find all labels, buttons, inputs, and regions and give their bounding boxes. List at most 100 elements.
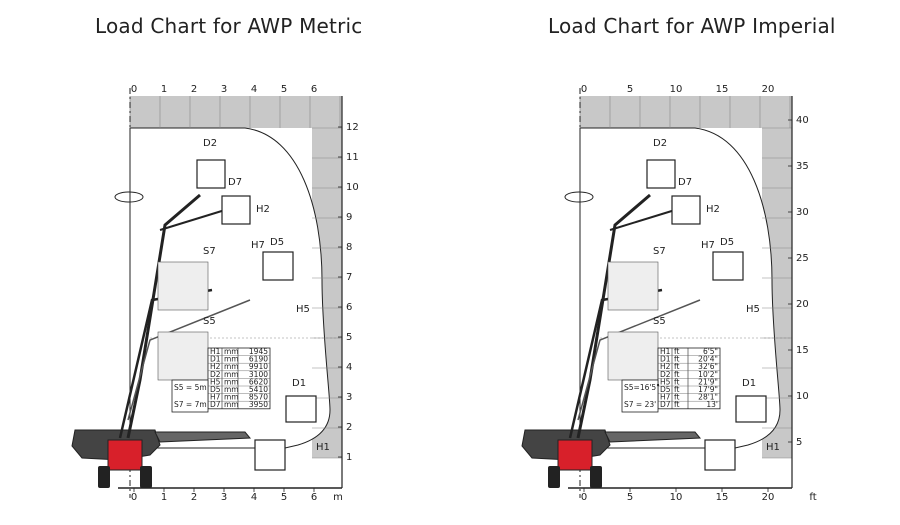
platform-basket xyxy=(735,395,767,423)
note-box xyxy=(171,379,209,413)
table-cell-value: 3100 xyxy=(249,370,268,379)
y-tick-label: 10 xyxy=(346,182,359,193)
x-tick-bottom: 5 xyxy=(281,492,287,503)
x-tick-top: 5 xyxy=(627,84,633,95)
table-cell-name: H2 xyxy=(660,362,671,371)
dimension-label-h5: H5 xyxy=(296,304,310,315)
dimension-label-d5: D5 xyxy=(720,237,734,248)
x-tick-bottom: 20 xyxy=(762,492,775,503)
y-tick-label: 9 xyxy=(346,212,352,223)
table-cell-value: 10'2" xyxy=(698,370,718,379)
table-cell-name: D1 xyxy=(210,355,221,364)
x-tick-top: 5 xyxy=(281,84,287,95)
y-tick-label: 4 xyxy=(346,362,352,373)
x-tick-bottom: 3 xyxy=(221,492,227,503)
table-cell-name: D7 xyxy=(210,400,221,409)
table-cell-value: 6'5" xyxy=(703,347,718,356)
y-tick-label: 11 xyxy=(346,152,359,163)
x-tick-top: 0 xyxy=(581,84,587,95)
dimension-label-d1: D1 xyxy=(742,378,756,389)
platform-basket xyxy=(704,439,736,471)
wheel-left xyxy=(548,466,560,488)
platform-basket xyxy=(221,195,251,225)
table-cell-name: H2 xyxy=(210,362,221,371)
table-cell-value: 20'4" xyxy=(698,355,718,364)
table-cell-value: 8570 xyxy=(249,393,268,402)
table-cell-unit: mm xyxy=(224,362,239,371)
table-cell-value: 21'9" xyxy=(698,377,718,386)
table-cell-unit: mm xyxy=(224,400,239,409)
platform-basket xyxy=(712,251,744,281)
dimension-label-h2: H2 xyxy=(706,204,720,215)
platform-basket xyxy=(196,159,226,189)
wall-obstacle-upper xyxy=(157,261,209,311)
y-tick-label: 40 xyxy=(796,115,809,126)
x-tick-bottom: 0 xyxy=(131,492,137,503)
platform-basket xyxy=(262,251,294,281)
x-tick-top: 4 xyxy=(251,84,257,95)
y-tick-label: 8 xyxy=(346,242,352,253)
table-cell-value: 32'6" xyxy=(698,362,718,371)
table-cell-unit: ft xyxy=(674,355,680,364)
y-tick-label: 15 xyxy=(796,345,809,356)
table-cell-unit: ft xyxy=(674,385,680,394)
wheel-right xyxy=(590,466,602,488)
table-cell-value: 6190 xyxy=(249,355,268,364)
table-cell-unit: ft xyxy=(674,362,680,371)
x-tick-bottom: 5 xyxy=(627,492,633,503)
y-tick-label: 10 xyxy=(796,391,809,402)
rotation-arrow-icon xyxy=(114,191,144,203)
note-s7: S7 = 7m xyxy=(174,400,207,409)
boom-upper-2 xyxy=(609,209,676,231)
table-cell-unit: mm xyxy=(224,347,239,356)
platform-basket xyxy=(646,159,676,189)
y-tick-label: 5 xyxy=(346,332,352,343)
table-cell-value: 9910 xyxy=(249,362,268,371)
y-tick-label: 1 xyxy=(346,452,352,463)
dimension-label-s7: S7 xyxy=(653,246,666,257)
machine-body-red xyxy=(107,439,143,471)
y-tick-label: 6 xyxy=(346,302,352,313)
x-tick-bottom: 2 xyxy=(191,492,197,503)
table-cell-value: 3950 xyxy=(249,400,268,409)
x-tick-bottom: 6 xyxy=(311,492,317,503)
y-tick-label: 30 xyxy=(796,207,809,218)
x-tick-top: 0 xyxy=(131,84,137,95)
platform-basket xyxy=(254,439,286,471)
title-imperial: Load Chart for AWP Imperial xyxy=(548,14,836,38)
table-cell-value: 6620 xyxy=(249,377,268,386)
dimension-label-h1: H1 xyxy=(316,442,330,453)
machine-body-red xyxy=(557,439,593,471)
y-tick-label: 5 xyxy=(796,437,802,448)
y-tick-label: 3 xyxy=(346,392,352,403)
table-cell-name: H7 xyxy=(210,393,221,402)
wall-obstacle-lower xyxy=(607,331,659,381)
table-cell-name: D2 xyxy=(210,370,221,379)
wall-obstacle-lower xyxy=(157,331,209,381)
note-s5: S5 = 5m xyxy=(174,383,207,392)
table-cell-name: D2 xyxy=(660,370,671,379)
dimension-label-d2: D2 xyxy=(653,138,667,149)
platform-basket xyxy=(285,395,317,423)
x-axis-unit: ft xyxy=(809,492,816,503)
table-cell-value: 5410 xyxy=(249,385,268,394)
table-cell-unit: ft xyxy=(674,347,680,356)
table-cell-unit: mm xyxy=(224,355,239,364)
x-tick-top: 15 xyxy=(716,84,729,95)
y-tick-label: 25 xyxy=(796,253,809,264)
dimension-label-d1: D1 xyxy=(292,378,306,389)
table-cell-value: 13' xyxy=(706,400,718,409)
boom-upper-2 xyxy=(159,209,226,231)
title-metric: Load Chart for AWP Metric xyxy=(95,14,363,38)
dimension-label-s5: S5 xyxy=(203,316,216,327)
note-s5: S5=16'5" xyxy=(624,383,660,392)
y-tick-label: 7 xyxy=(346,272,352,283)
x-tick-top: 1 xyxy=(161,84,167,95)
x-tick-top: 3 xyxy=(221,84,227,95)
table-cell-unit: mm xyxy=(224,370,239,379)
dimension-label-h5: H5 xyxy=(746,304,760,315)
table-cell-name: H5 xyxy=(660,377,671,386)
x-tick-top: 6 xyxy=(311,84,317,95)
table-cell-unit: mm xyxy=(224,393,239,402)
